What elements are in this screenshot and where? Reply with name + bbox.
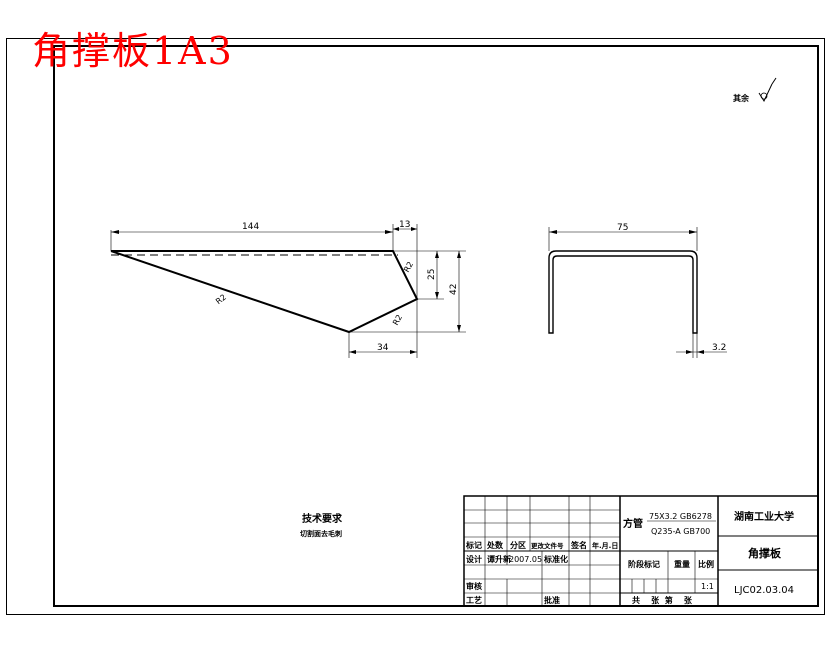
radius-label-3: R2: [391, 313, 404, 327]
tech-note: 切割面去毛刺: [300, 529, 342, 538]
channel-outline: [548, 250, 698, 334]
header-count: 处数: [486, 540, 504, 550]
header-sign: 签名: [570, 540, 587, 550]
scale-value: 1:1: [701, 582, 714, 591]
header-date: 年.月.日: [592, 541, 618, 550]
header-zone: 分区: [510, 540, 526, 550]
plate-outline: [110, 250, 419, 334]
dim-144: 144: [242, 222, 259, 232]
dim-3-2: 3.2: [712, 343, 726, 353]
standardize-label: 标准化: [543, 554, 568, 564]
header-mark: 标记: [465, 540, 482, 550]
tech-requirements: 技术要求 切割面去毛刺: [300, 512, 343, 538]
title-block-text: 方管 75X3.2 GB6278 Q235-A GB700 湖南工业大学 角撑板…: [465, 510, 794, 605]
header-change-doc: 更改文件号: [531, 541, 564, 550]
material-spec-1: 75X3.2 GB6278: [649, 512, 712, 521]
material-label: 方管: [623, 517, 643, 530]
radius-label-1: R2: [214, 293, 228, 307]
plate-view: 144 13 25 42 34 R2 R2 R2: [110, 220, 466, 358]
roughness-symbol: 其余: [733, 77, 777, 103]
material-spec-2: Q235-A GB700: [651, 527, 710, 536]
dim-75: 75: [617, 223, 628, 233]
design-label: 设计: [466, 554, 482, 564]
part-name: 角撑板: [748, 546, 782, 560]
review-label: 审核: [466, 581, 482, 591]
drawing-number: LJC02.03.04: [734, 585, 794, 596]
outer-frame: [6, 38, 825, 615]
inner-frame: [53, 45, 819, 607]
stage-label: 阶段标记: [628, 559, 660, 569]
title-block: [463, 495, 819, 607]
dim-42: 42: [449, 284, 459, 295]
drawing-title-stamp: 角撑板1A3: [32, 29, 234, 73]
scale-label: 比例: [698, 559, 714, 569]
weight-label: 重量: [674, 559, 690, 569]
designer-name: 谭升新: [487, 554, 511, 564]
channel-view: 75 3.2: [548, 223, 727, 358]
roughness-label: 其余: [733, 93, 750, 103]
dim-34: 34: [377, 343, 389, 353]
school-name: 湖南工业大学: [734, 510, 794, 523]
design-date: 2007.05: [509, 555, 542, 564]
dim-13: 13: [399, 220, 410, 230]
process-label: 工艺: [466, 595, 482, 605]
tech-heading: 技术要求: [302, 512, 343, 525]
sheet-count: 共 张 第 张: [632, 595, 693, 605]
dim-25: 25: [427, 269, 437, 280]
approve-label: 批准: [544, 595, 560, 605]
